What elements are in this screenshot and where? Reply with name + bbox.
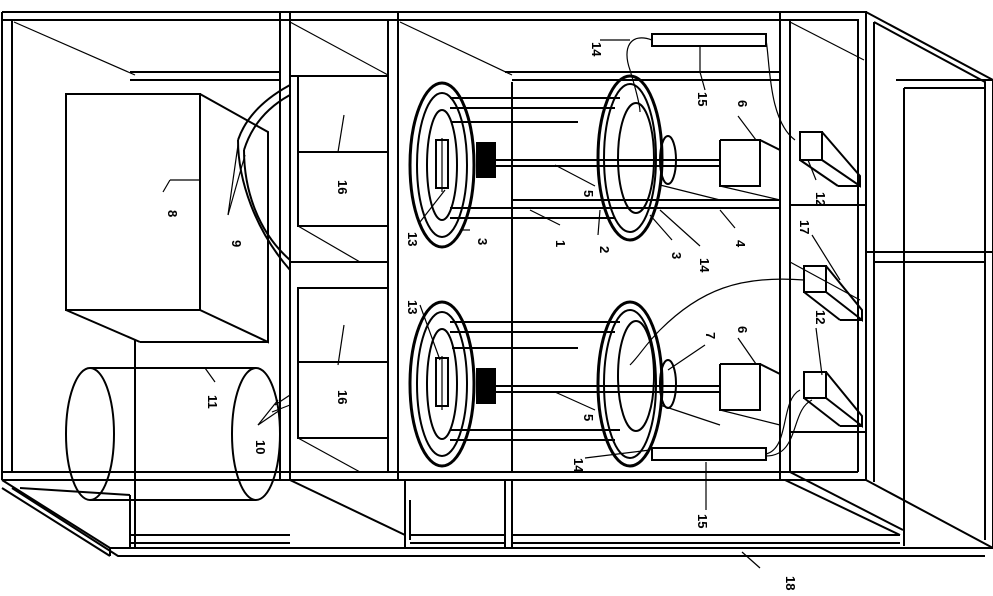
reactor-upper: [408, 74, 781, 249]
label-3-lower: 3: [669, 252, 684, 259]
reactor-lower: [408, 300, 781, 468]
heater-15-lower: [651, 389, 813, 461]
label-3-upper: 3: [475, 238, 490, 245]
power-box: [65, 93, 269, 344]
cable-bundle: [237, 84, 291, 271]
box-16-upper: [290, 75, 389, 263]
label-16-lower: 16: [335, 390, 350, 404]
label-17: 17: [797, 220, 812, 234]
control-box-12-lower: [803, 371, 863, 429]
label-9: 9: [229, 240, 244, 247]
label-4: 4: [733, 240, 748, 248]
label-13-upper: 13: [405, 232, 420, 246]
leader-lines: [162, 39, 841, 569]
outer-frame: [1, 11, 993, 557]
control-box-17: [629, 265, 863, 366]
label-16-upper: 16: [335, 180, 350, 194]
control-box-12-upper: [799, 131, 861, 188]
label-13-lower: 13: [405, 300, 420, 314]
label-14-lower: 14: [571, 458, 586, 473]
label-7: 7: [703, 332, 718, 339]
heater-15-upper: [626, 33, 796, 141]
label-11: 11: [205, 395, 220, 409]
box-16-lower: [297, 287, 389, 473]
label-12-upper: 12: [813, 192, 828, 206]
label-5-upper: 5: [581, 190, 596, 197]
label-15-upper: 15: [695, 92, 710, 106]
label-12-lower: 12: [813, 310, 828, 324]
label-2: 2: [597, 246, 612, 253]
label-10: 10: [253, 440, 268, 454]
label-18: 18: [783, 576, 798, 590]
label-14-middle: 14: [697, 258, 712, 273]
label-8: 8: [165, 210, 180, 217]
label-15-lower: 15: [695, 514, 710, 528]
label-6-upper: 6: [735, 100, 750, 107]
part-labels: 8 9 11 10 16 16 13 13 3 1 2 3 14 4 5 5 6…: [165, 42, 828, 590]
label-5-lower: 5: [581, 414, 596, 421]
label-6-lower: 6: [735, 326, 750, 333]
storage-tank: [65, 367, 291, 501]
label-14-upper: 14: [589, 42, 604, 57]
label-1: 1: [553, 240, 568, 247]
